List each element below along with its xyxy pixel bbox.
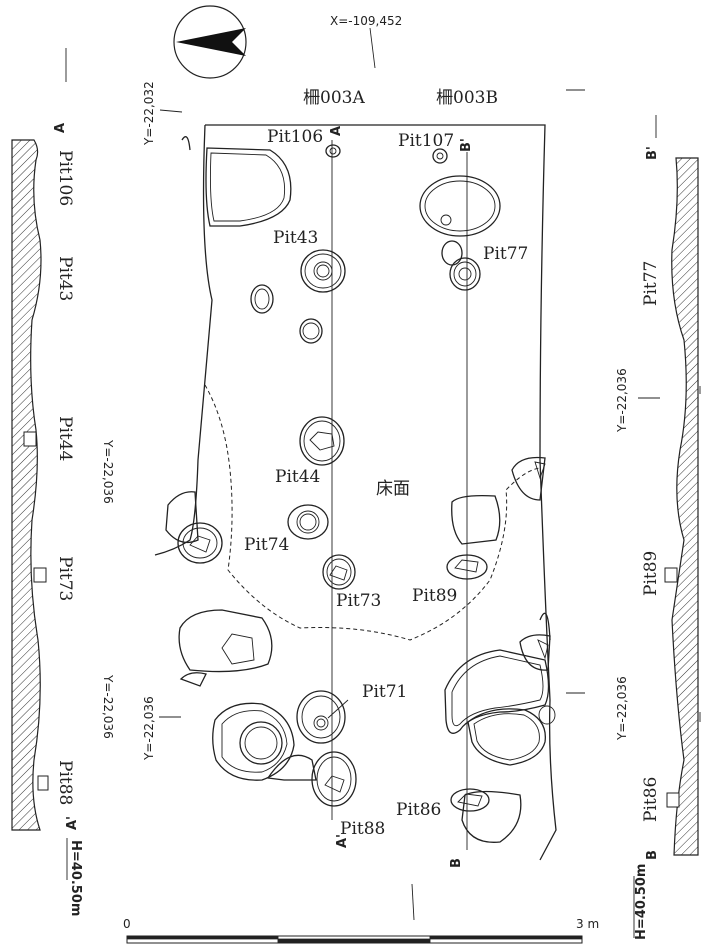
y-coordinate-right-low: Y=-22,036	[615, 676, 629, 741]
y-coordinate-top-left: Y=-22,032	[142, 81, 156, 146]
pit86-label: Pit86	[396, 800, 441, 820]
pit44-label: Pit44	[275, 467, 320, 487]
section-b-prime-marker: B'	[459, 138, 474, 152]
pit43-label: Pit43	[273, 228, 318, 248]
y-coordinate-mid-left: Y=-22,036	[101, 439, 115, 504]
right-section-pit86: Pit86	[641, 777, 661, 822]
features	[165, 144, 556, 843]
left-section-pit44: Pit44	[55, 416, 75, 461]
left-section-pit73: Pit73	[55, 556, 75, 601]
left-section-a: A	[53, 123, 68, 133]
scale-end: 3 m	[576, 917, 599, 931]
scale-bar	[126, 935, 583, 944]
section-b-marker: B	[449, 858, 464, 868]
elevation-left: H=40.50m	[68, 840, 83, 916]
section-a-prime-marker: A'	[335, 834, 350, 848]
right-section-pit89: Pit89	[641, 551, 661, 596]
elevation-right: H=40.50m	[634, 864, 649, 940]
pit106-label: Pit106	[267, 127, 323, 147]
pit77-label: Pit77	[483, 244, 528, 264]
fence-003a-label: 柵003A	[303, 88, 365, 108]
pit73-label: Pit73	[336, 591, 381, 611]
right-section-pit77: Pit77	[641, 261, 661, 306]
pit107-label: Pit107	[398, 131, 454, 151]
left-section-pit106: Pit106	[55, 150, 75, 206]
pit89-label: Pit89	[412, 586, 457, 606]
section-a-marker: A	[329, 126, 344, 136]
scale-start: 0	[123, 917, 131, 931]
floor-label: 床面	[376, 479, 410, 499]
north-arrow-icon	[173, 5, 247, 79]
grid-ticks	[65, 27, 701, 921]
y-coordinate-low-left-b: Y=-22,036	[142, 696, 156, 761]
left-section-profile	[11, 139, 49, 831]
x-coordinate-top: X=-109,452	[330, 14, 402, 28]
fence-003b-label: 柵003B	[436, 88, 498, 108]
left-section-a-prime: A'	[65, 816, 80, 830]
pit-boundary	[154, 124, 557, 861]
y-coordinate-right-mid: Y=-22,036	[615, 368, 629, 433]
right-section-b-prime: B'	[645, 146, 660, 160]
y-coordinate-low-left-a: Y=-22,036	[101, 674, 115, 739]
right-section-b: B	[645, 850, 660, 860]
right-section-profile	[664, 157, 699, 856]
pit71-label: Pit71	[362, 682, 407, 702]
left-section-pit88: Pit88	[55, 760, 75, 805]
pit88-label: Pit88	[340, 819, 385, 839]
pit74-label: Pit74	[244, 535, 289, 555]
left-section-pit43: Pit43	[55, 256, 75, 301]
